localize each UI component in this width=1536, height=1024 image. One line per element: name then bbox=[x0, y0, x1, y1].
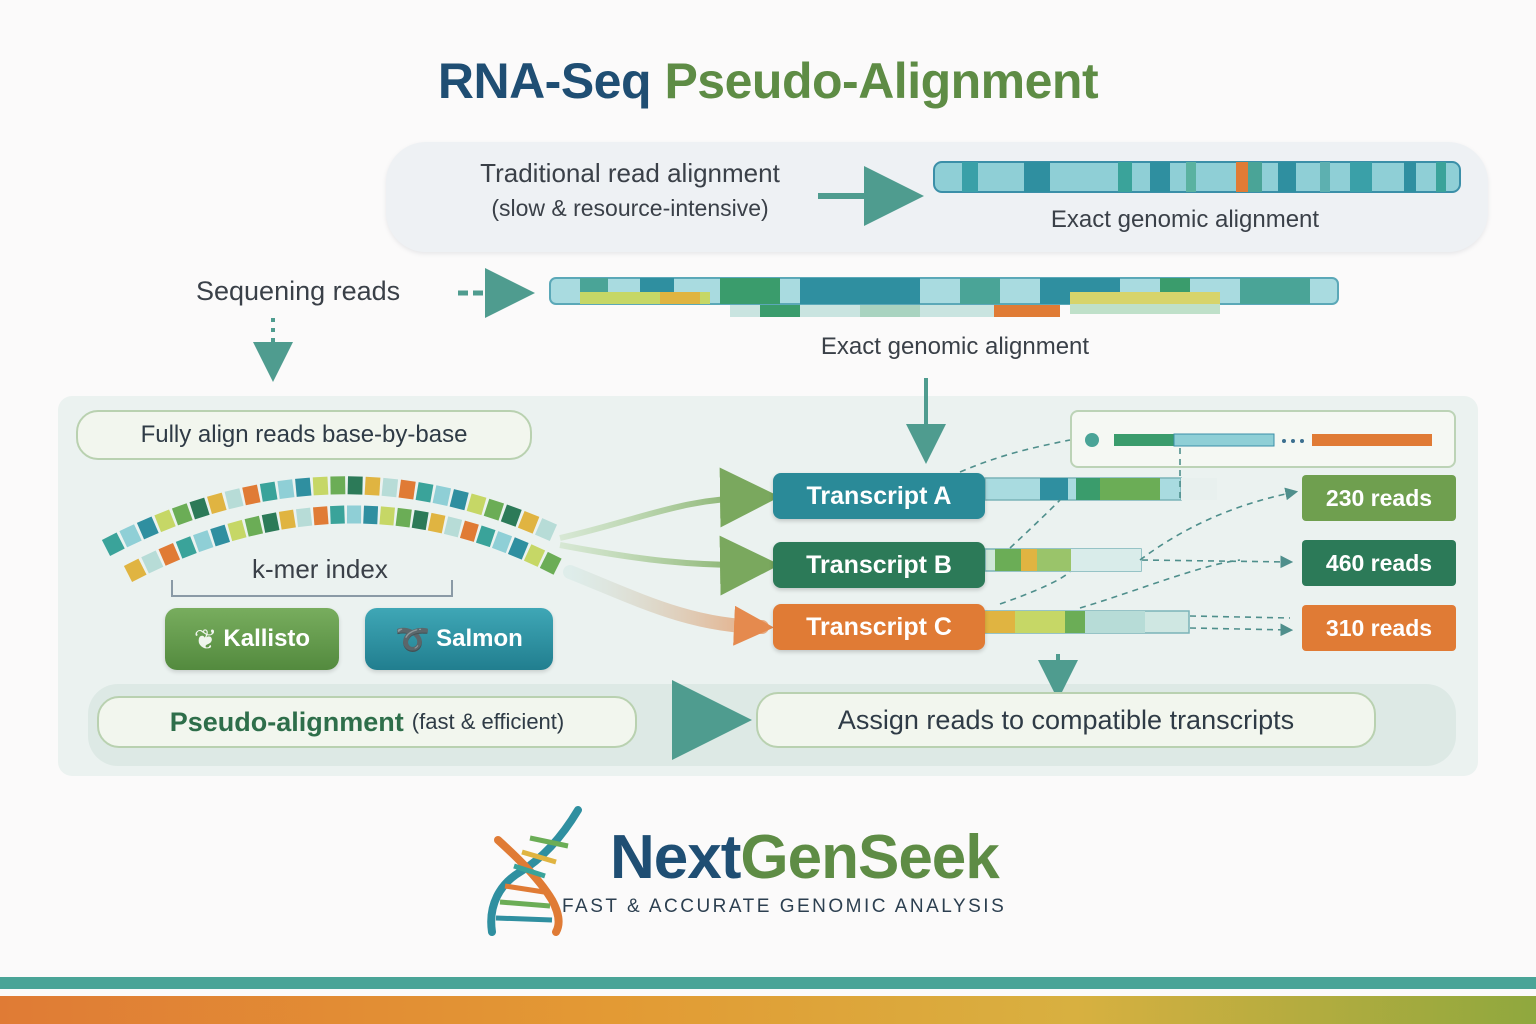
kmer-segment bbox=[207, 492, 227, 515]
kmer-segment bbox=[210, 524, 230, 547]
arrow-to-transcript-b bbox=[559, 535, 780, 596]
kmer-segment bbox=[193, 530, 214, 553]
kmer-segment bbox=[381, 477, 399, 498]
kmer-segment bbox=[242, 484, 261, 506]
kmer-segment bbox=[443, 516, 463, 538]
kmer-segment bbox=[379, 506, 395, 526]
kmer-segment bbox=[295, 477, 312, 497]
transcript-b-box: Transcript B bbox=[773, 542, 985, 588]
kmer-segment bbox=[330, 505, 345, 525]
traditional-alignment-subtitle: (slow & resource-intensive) bbox=[491, 195, 769, 221]
fish-icon: ➰ bbox=[395, 623, 431, 655]
kmer-segment bbox=[227, 519, 247, 542]
kmer-segment bbox=[523, 544, 546, 567]
kmer-segment bbox=[459, 520, 479, 542]
kmer-segment bbox=[475, 525, 496, 548]
kmer-segment bbox=[398, 479, 416, 500]
footer-stripe-gradient bbox=[0, 996, 1536, 1024]
kmer-segment bbox=[175, 536, 197, 559]
footer-stripe-teal bbox=[0, 977, 1536, 989]
kmer-segment bbox=[295, 507, 313, 528]
kmer-segment bbox=[517, 510, 540, 534]
transcript-c-box: Transcript C bbox=[773, 604, 985, 650]
title-part-1: RNA-Seq bbox=[437, 53, 652, 109]
transcript-c-track bbox=[984, 610, 1190, 634]
kmer-segment bbox=[539, 551, 562, 575]
kmer-segment bbox=[500, 504, 522, 527]
kmer-segment bbox=[449, 489, 469, 511]
kmer-segment bbox=[158, 543, 181, 566]
read-pileup-track bbox=[549, 277, 1339, 317]
brand-name-part-2: GenSeek bbox=[740, 823, 999, 892]
title-part-2: Pseudo-Alignment bbox=[664, 53, 1099, 109]
kmer-segment bbox=[261, 512, 280, 533]
kmer-segment bbox=[395, 507, 412, 528]
kmer-segment bbox=[136, 516, 159, 540]
kmer-segment bbox=[507, 537, 529, 560]
traditional-result-label: Exact genomic alignment bbox=[1050, 206, 1320, 233]
kmer-segment bbox=[277, 479, 295, 499]
assign-reads-pill: Assign reads to compatible transcripts bbox=[756, 692, 1376, 748]
kmer-segment bbox=[244, 515, 264, 537]
kallisto-badge: ❦ Kallisto bbox=[165, 608, 339, 670]
kmer-segment bbox=[171, 503, 193, 526]
inset-read-track bbox=[1085, 433, 1432, 447]
kmer-segment bbox=[364, 476, 381, 496]
traditional-alignment-title: Traditional read alignment bbox=[480, 158, 780, 188]
pseudo-alignment-note: (fast & efficient) bbox=[411, 709, 565, 734]
read-count-b: 460 reads bbox=[1302, 540, 1456, 586]
kmer-segment bbox=[312, 476, 329, 496]
kmer-segment bbox=[483, 498, 505, 521]
sequencing-reads-label: Sequening reads bbox=[196, 276, 401, 306]
salmon-label: Salmon bbox=[436, 625, 523, 652]
feather-icon: ❦ bbox=[193, 623, 218, 655]
kallisto-label: Kallisto bbox=[223, 625, 311, 652]
sequencing-result-label: Exact genomic alignment bbox=[820, 333, 1090, 360]
pseudo-alignment-pill: Pseudo-alignment (fast & efficient) bbox=[97, 696, 637, 748]
kmer-segment bbox=[313, 506, 329, 526]
brand-tagline: FAST & ACCURATE GENOMIC ANALYSIS bbox=[562, 896, 1007, 917]
arrow-to-transcript-a bbox=[559, 467, 780, 541]
pseudo-alignment-label: Pseudo-alignment bbox=[169, 706, 404, 737]
read-count-a: 230 reads bbox=[1302, 475, 1456, 521]
kmer-segment bbox=[101, 532, 125, 557]
kmer-index-label: k-mer index bbox=[252, 554, 388, 584]
read-count-c: 310 reads bbox=[1302, 605, 1456, 651]
page-title: RNA-Seq Pseudo-Alignment bbox=[0, 52, 1536, 110]
kmer-segment bbox=[278, 509, 296, 530]
transcript-b-track bbox=[984, 548, 1142, 572]
kmer-arc-track bbox=[101, 476, 562, 583]
kmer-segment bbox=[535, 518, 558, 542]
kmer-segment bbox=[123, 558, 147, 583]
kmer-segment bbox=[259, 481, 278, 502]
kmer-segment bbox=[189, 497, 210, 520]
kmer-bracket bbox=[171, 580, 453, 597]
kmer-segment bbox=[491, 531, 513, 554]
kmer-segment bbox=[141, 550, 164, 574]
brand-name-part-1: Next bbox=[610, 823, 741, 892]
traditional-alignment-panel bbox=[386, 142, 1488, 252]
dna-logo bbox=[487, 806, 582, 936]
compatibility-links bbox=[959, 439, 1299, 637]
brand-name: NextGenSeek bbox=[610, 822, 1000, 893]
kmer-segment bbox=[224, 488, 244, 510]
kmer-segment bbox=[411, 510, 429, 531]
genome-track-traditional bbox=[933, 161, 1461, 193]
arrow-to-transcript-c bbox=[563, 565, 774, 646]
kmer-segment bbox=[427, 512, 446, 534]
kmer-segment bbox=[154, 509, 176, 533]
kmer-segment bbox=[432, 485, 452, 507]
kmer-segment bbox=[466, 493, 487, 516]
transcript-a-box: Transcript A bbox=[773, 473, 985, 519]
kmer-segment bbox=[415, 482, 434, 503]
fully-align-pill: Fully align reads base-by-base bbox=[76, 410, 532, 460]
kmer-segment bbox=[119, 524, 142, 548]
transcript-a-track bbox=[984, 477, 1217, 501]
kmer-segment bbox=[363, 505, 379, 525]
salmon-badge: ➰ Salmon bbox=[365, 608, 553, 670]
